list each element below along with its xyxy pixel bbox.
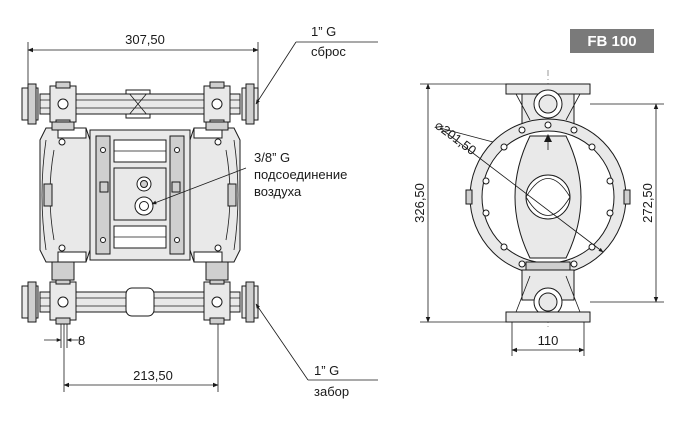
dim-diameter-label: ⌀201,50 [432, 117, 479, 158]
air-connection-callout: 3/8” G подсоединение воздуха [151, 150, 347, 205]
bottom-manifold [21, 121, 259, 325]
dim-base-width: 110 [511, 322, 585, 356]
dim-height-overall: 326,50 [412, 83, 506, 323]
side-bottom-port [505, 261, 591, 323]
model-badge: FB 100 [570, 29, 654, 53]
dim-flange: 8 [44, 324, 85, 348]
dim-port-center-width-value: 213,50 [133, 368, 173, 383]
outlet-size: 1” G [311, 24, 336, 39]
air-line2: воздуха [254, 184, 302, 199]
air-size: 3/8” G [254, 150, 290, 165]
left-chamber [39, 127, 91, 263]
outlet-name: сброс [311, 44, 346, 59]
side-body [465, 118, 631, 276]
air-line1: подсоединение [254, 167, 347, 182]
dim-height-overall-value: 326,50 [412, 183, 427, 223]
dim-base-width-value: 110 [538, 333, 559, 348]
inlet-callout: 1” G забор [255, 303, 378, 399]
outlet-callout: 1” G сброс [255, 24, 378, 105]
flow-arrow-top [544, 134, 552, 142]
dim-port-center-width: 213,50 [63, 324, 219, 392]
dim-height-ports: 272,50 [590, 103, 664, 303]
side-view: 326,50 272,50 110 ⌀201,50 [412, 70, 664, 356]
top-manifold [21, 81, 259, 127]
inlet-size: 1” G [314, 363, 339, 378]
inlet-name: забор [314, 384, 349, 399]
air-valve-block [89, 129, 191, 261]
model-badge-label: FB 100 [587, 33, 636, 50]
dim-overall-width-value: 307,50 [125, 32, 165, 47]
front-view: 307,50 [21, 24, 378, 399]
dim-flange-value: 8 [78, 333, 85, 348]
right-chamber [189, 127, 241, 263]
dim-overall-width: 307,50 [27, 32, 259, 90]
dim-height-ports-value: 272,50 [640, 183, 655, 223]
dim-diameter-value: 201,50 [438, 122, 479, 158]
model-badge-bg [570, 29, 654, 53]
